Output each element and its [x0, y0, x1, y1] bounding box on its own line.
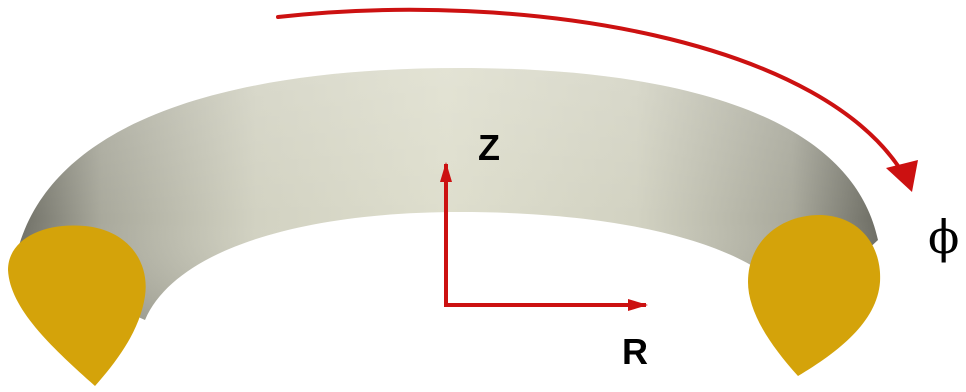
phi-label: ϕ [928, 210, 959, 264]
z-axis-label: Z [478, 127, 500, 168]
cross-section-left [8, 225, 146, 386]
r-axis-label: R [622, 331, 648, 372]
phi-arrow [276, 7, 910, 184]
phi-arrowhead [886, 160, 918, 192]
cross-section-right [748, 214, 881, 376]
